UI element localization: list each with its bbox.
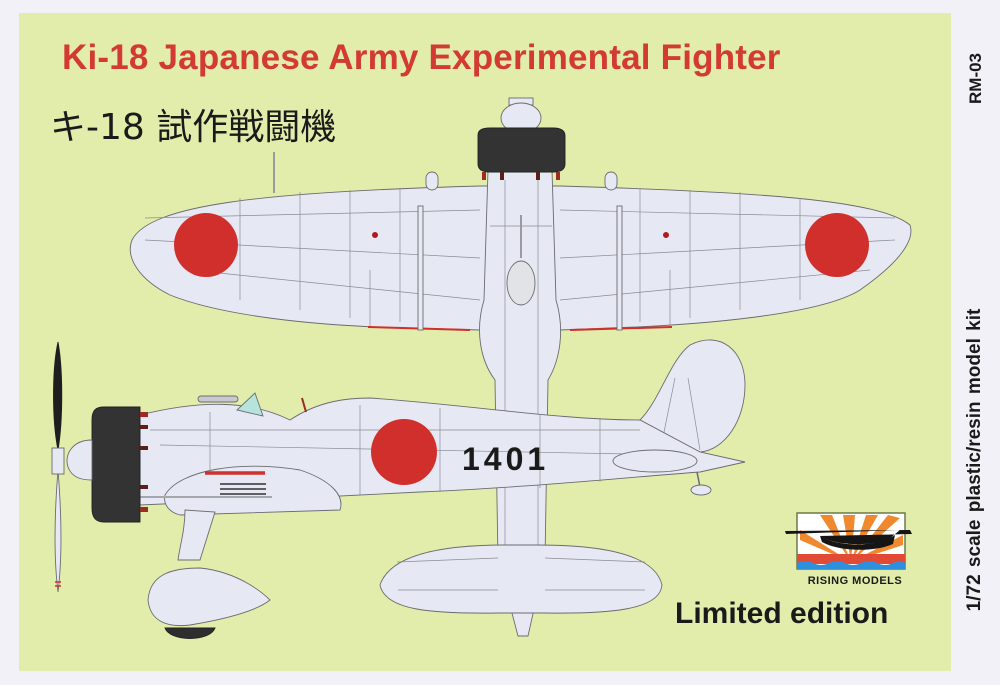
kit-description: 1/72 scale plastic/resin model kit [964, 308, 985, 612]
kit-code: RM-03 [966, 52, 985, 104]
top-view [130, 97, 912, 637]
side-view [51, 339, 746, 639]
hinomaru-fuselage [371, 419, 437, 485]
hinomaru-right-wing [805, 213, 869, 277]
brand-name: RISING MODELS [807, 575, 903, 587]
title-english: Ki-18 Japanese Army Experimental Fighter [62, 38, 781, 77]
title-japanese: キ-18 試作戦闘機 [50, 107, 337, 148]
fuselage-number: 1401 [462, 441, 549, 477]
hinomaru-left-wing [174, 213, 238, 277]
edition-label: Limited edition [675, 597, 889, 630]
rising-models-logo-icon [785, 512, 912, 570]
